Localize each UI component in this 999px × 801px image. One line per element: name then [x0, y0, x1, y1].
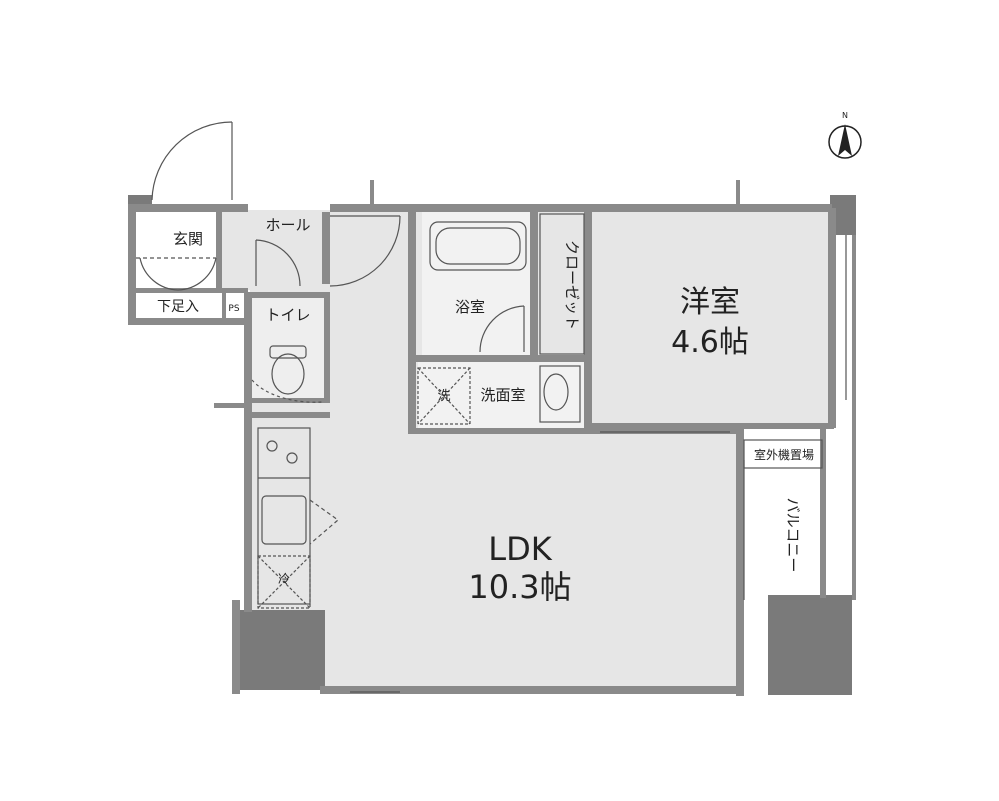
- wash-basin-bowl: [543, 373, 569, 411]
- label-ldk: LDK: [488, 530, 552, 568]
- western-room-floor: [590, 208, 830, 425]
- label-ldk-size: 10.3帖: [468, 568, 571, 606]
- washer-pan-cross: [417, 367, 471, 425]
- compass: N: [828, 111, 862, 159]
- wall: [408, 428, 738, 434]
- wall: [588, 423, 834, 429]
- wall: [232, 600, 240, 694]
- wall: [222, 292, 226, 322]
- wall: [820, 428, 826, 598]
- wash-basin: [539, 365, 581, 423]
- wall: [216, 212, 222, 292]
- label-western-room-size: 4.6帖: [671, 325, 749, 360]
- label-outdoor-unit: 室外機置場: [754, 447, 814, 462]
- ldk-door-swing: [329, 215, 401, 287]
- washroom-floor: [418, 362, 588, 428]
- toilet-tank: [269, 345, 307, 359]
- label-western-room: 洋室: [680, 285, 740, 320]
- label-washer: 洗: [437, 389, 450, 404]
- wall: [128, 204, 248, 212]
- wall: [828, 208, 836, 428]
- label-bath: 浴室: [455, 298, 485, 316]
- label-ps: PS: [228, 304, 239, 314]
- fridge-space: [257, 555, 311, 609]
- pillar-bottom-left: [237, 610, 325, 690]
- wall: [736, 428, 744, 696]
- outdoor-unit-area: [743, 439, 823, 469]
- label-closet: クローゼット: [563, 240, 581, 330]
- bathtub: [429, 221, 527, 271]
- wall: [370, 180, 374, 206]
- wall: [320, 686, 744, 694]
- walls: [128, 180, 856, 696]
- wall: [244, 292, 252, 612]
- floor-areas: [222, 208, 830, 688]
- fixtures: [136, 121, 847, 693]
- toilet-bowl: [271, 353, 305, 395]
- room-labels: 玄関 ホール 下足入 PS トイレ 浴室 クローゼット 洋室 4.6帖 洗 洗面…: [157, 216, 814, 606]
- closet-floor: [538, 210, 586, 357]
- bath-floor: [422, 212, 532, 357]
- closet-door: [539, 213, 585, 355]
- pillars: [128, 195, 856, 695]
- north-arrow-icon: [838, 124, 852, 156]
- wall: [530, 212, 538, 357]
- wall: [244, 398, 330, 403]
- label-hall: ホール: [265, 216, 310, 234]
- wall: [128, 204, 136, 324]
- stove-burner: [266, 440, 278, 452]
- kitchen-cabinet-swing: [309, 499, 339, 545]
- entrance-door-swing: [151, 121, 233, 201]
- washer-pan-cross: [417, 367, 471, 425]
- label-washroom: 洗面室: [480, 386, 525, 404]
- stove-burner: [286, 452, 298, 464]
- compass-north-label: N: [842, 111, 848, 120]
- bathtub-inner: [435, 227, 521, 265]
- kitchen-counter: [257, 427, 311, 605]
- wall: [408, 208, 416, 434]
- wall: [852, 235, 856, 600]
- wall: [214, 403, 250, 408]
- toilet-floor: [250, 298, 328, 400]
- wall: [248, 412, 330, 418]
- label-shoebox: 下足入: [157, 299, 199, 315]
- wall: [584, 208, 592, 432]
- wall: [322, 212, 330, 284]
- genkan-cabinet-door: [139, 257, 179, 291]
- wall: [330, 204, 415, 212]
- toilet-door-swing: [251, 379, 323, 403]
- label-fridge: 冷: [278, 572, 290, 586]
- genkan-cabinet-door: [177, 257, 217, 291]
- wall: [736, 180, 740, 206]
- wall: [412, 204, 832, 212]
- label-toilet: トイレ: [265, 306, 310, 324]
- label-genkan: 玄関: [173, 230, 203, 248]
- wall: [416, 355, 588, 362]
- label-balcony: バルコニー: [784, 498, 802, 573]
- wall: [324, 292, 330, 402]
- bath-door-swing: [479, 305, 525, 353]
- wall: [136, 288, 248, 293]
- kitchen-sink: [261, 495, 307, 545]
- wall: [128, 318, 248, 325]
- hall-floor: [222, 210, 252, 290]
- wall: [244, 292, 330, 298]
- hall-door-swing: [255, 239, 301, 287]
- fridge-space-cross: [257, 555, 311, 609]
- washer-pan: [417, 367, 471, 425]
- pillar-bottom-right: [768, 595, 852, 695]
